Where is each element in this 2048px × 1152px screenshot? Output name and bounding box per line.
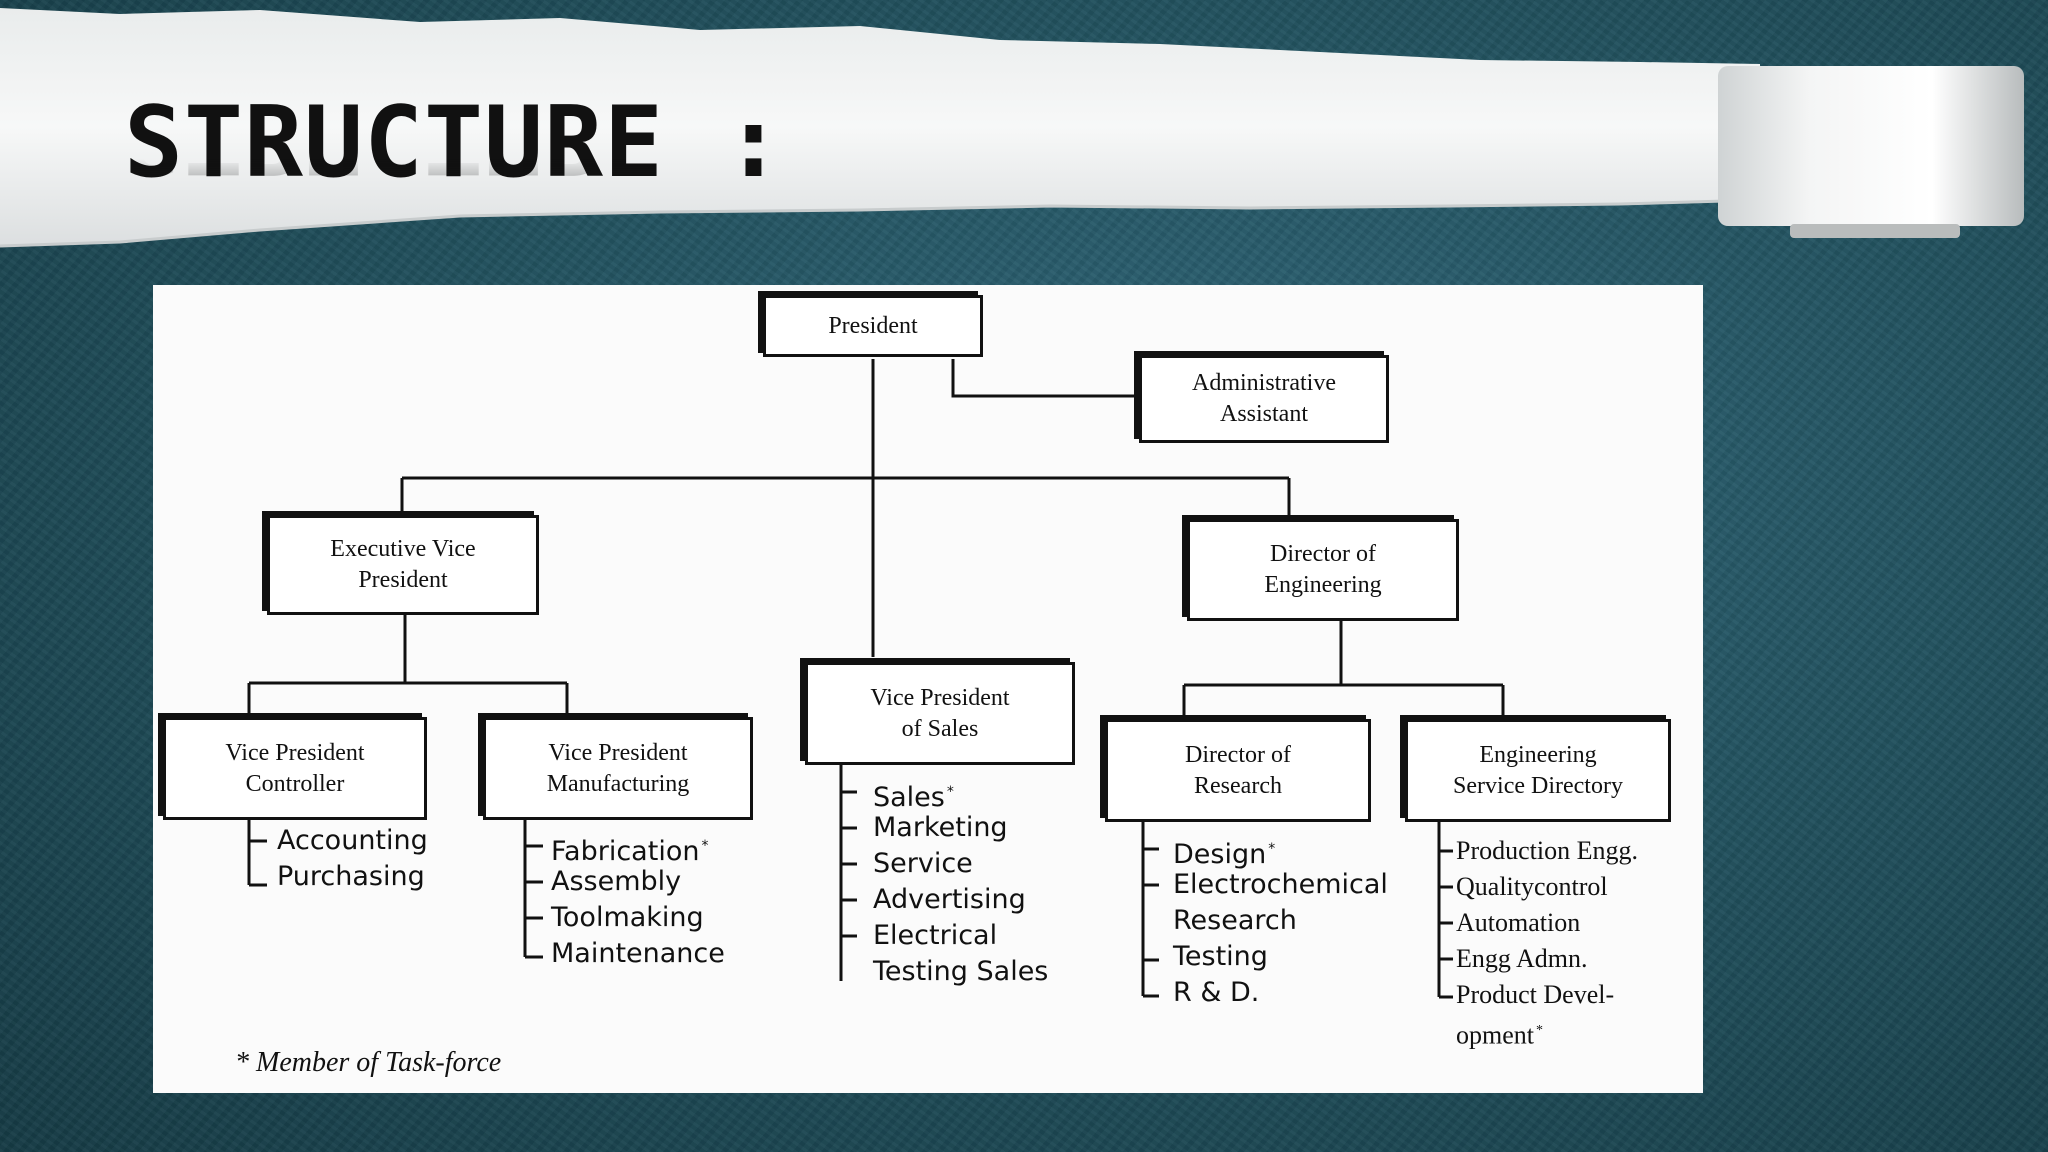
director-of-engineering-box: Director of Engineering (1187, 519, 1459, 621)
list-item: Production Engg. (1456, 836, 1638, 865)
task-force-footnote: * Member of Task-force (235, 1047, 502, 1078)
task-force-marker: * (701, 838, 709, 854)
list-item: Automation (1456, 908, 1581, 937)
vice-president-manufacturing-box: Vice President Manufacturing (483, 717, 753, 820)
engineering-service-function-list: Production Engg. Qualitycontrol Automati… (1456, 833, 1638, 1050)
task-force-marker: * (1268, 841, 1276, 857)
list-item: Toolmaking (551, 902, 704, 933)
list-item: Testing (1173, 941, 1268, 972)
manufacturing-function-list: Fabrication* Assembly Toolmaking Mainten… (551, 828, 725, 972)
president-label: President (828, 312, 918, 339)
list-item: Assembly (551, 866, 682, 897)
slide-title-reflection: STRUCTURE : (124, 80, 785, 194)
engineering-service-directory-label: Engineering Service Directory (1453, 741, 1623, 799)
list-item: Product Devel- (1456, 980, 1615, 1009)
list-item: Marketing (873, 812, 1008, 843)
list-item: Fabrication* (551, 828, 725, 867)
list-item: Accounting (277, 825, 428, 856)
list-item: Research (1173, 905, 1297, 936)
list-item: R & D. (1173, 977, 1260, 1008)
vice-president-of-sales-box: Vice President of Sales (805, 662, 1075, 765)
list-item: Electrochemical (1173, 869, 1388, 900)
executive-vice-president-label: Executive Vice President (330, 536, 476, 593)
controller-function-list: Accounting Purchasing (277, 823, 428, 895)
list-item: Maintenance (551, 938, 725, 969)
task-force-marker: * (946, 784, 954, 800)
list-item: Engg Admn. (1456, 944, 1588, 973)
vice-president-of-sales-label: Vice President of Sales (870, 684, 1010, 742)
sales-function-list: Sales* Marketing Service Advertising Ele… (873, 774, 1048, 990)
director-of-research-box: Director of Research (1105, 719, 1371, 822)
executive-vice-president-box: Executive Vice President (267, 515, 539, 615)
list-item: Testing Sales (873, 956, 1049, 987)
list-item-label: Sales (873, 782, 945, 813)
list-item: Qualitycontrol (1456, 872, 1608, 901)
vice-president-controller-label: Vice President Controller (225, 739, 365, 797)
slide-title-area: STRUCTURE : STRUCTURE : (124, 80, 785, 200)
vice-president-controller-box: Vice President Controller (163, 717, 427, 820)
list-item: Sales* (873, 774, 1048, 813)
list-item: opment* (1456, 1013, 1638, 1050)
list-item: Design* (1173, 831, 1388, 870)
torn-paper-strip (0, 8, 2024, 248)
research-function-list: Design* Electrochemical Research Testing… (1173, 831, 1388, 1011)
list-item-label: Fabrication (551, 836, 700, 867)
list-item-label: opment (1456, 1020, 1534, 1050)
list-item-label: Design (1173, 839, 1267, 870)
president-box: President (763, 295, 983, 357)
director-of-engineering-label: Director of Engineering (1264, 541, 1382, 598)
vice-president-manufacturing-label: Vice President Manufacturing (546, 739, 690, 797)
administrative-assistant-label: Administrative Assistant (1192, 370, 1336, 427)
list-item: Electrical (873, 920, 998, 951)
org-chart-panel: President Administrative Assistant Execu… (153, 285, 1703, 1093)
org-chart-connectors (247, 359, 1505, 999)
list-item: Advertising (873, 884, 1026, 915)
administrative-assistant-box: Administrative Assistant (1139, 355, 1389, 443)
list-item: Purchasing (277, 861, 425, 892)
slide-title: STRUCTURE : (124, 86, 785, 200)
director-of-research-label: Director of Research (1185, 741, 1291, 799)
engineering-service-directory-box: Engineering Service Directory (1405, 719, 1671, 822)
list-item: Service (873, 848, 973, 879)
task-force-marker: * (1536, 1023, 1543, 1038)
